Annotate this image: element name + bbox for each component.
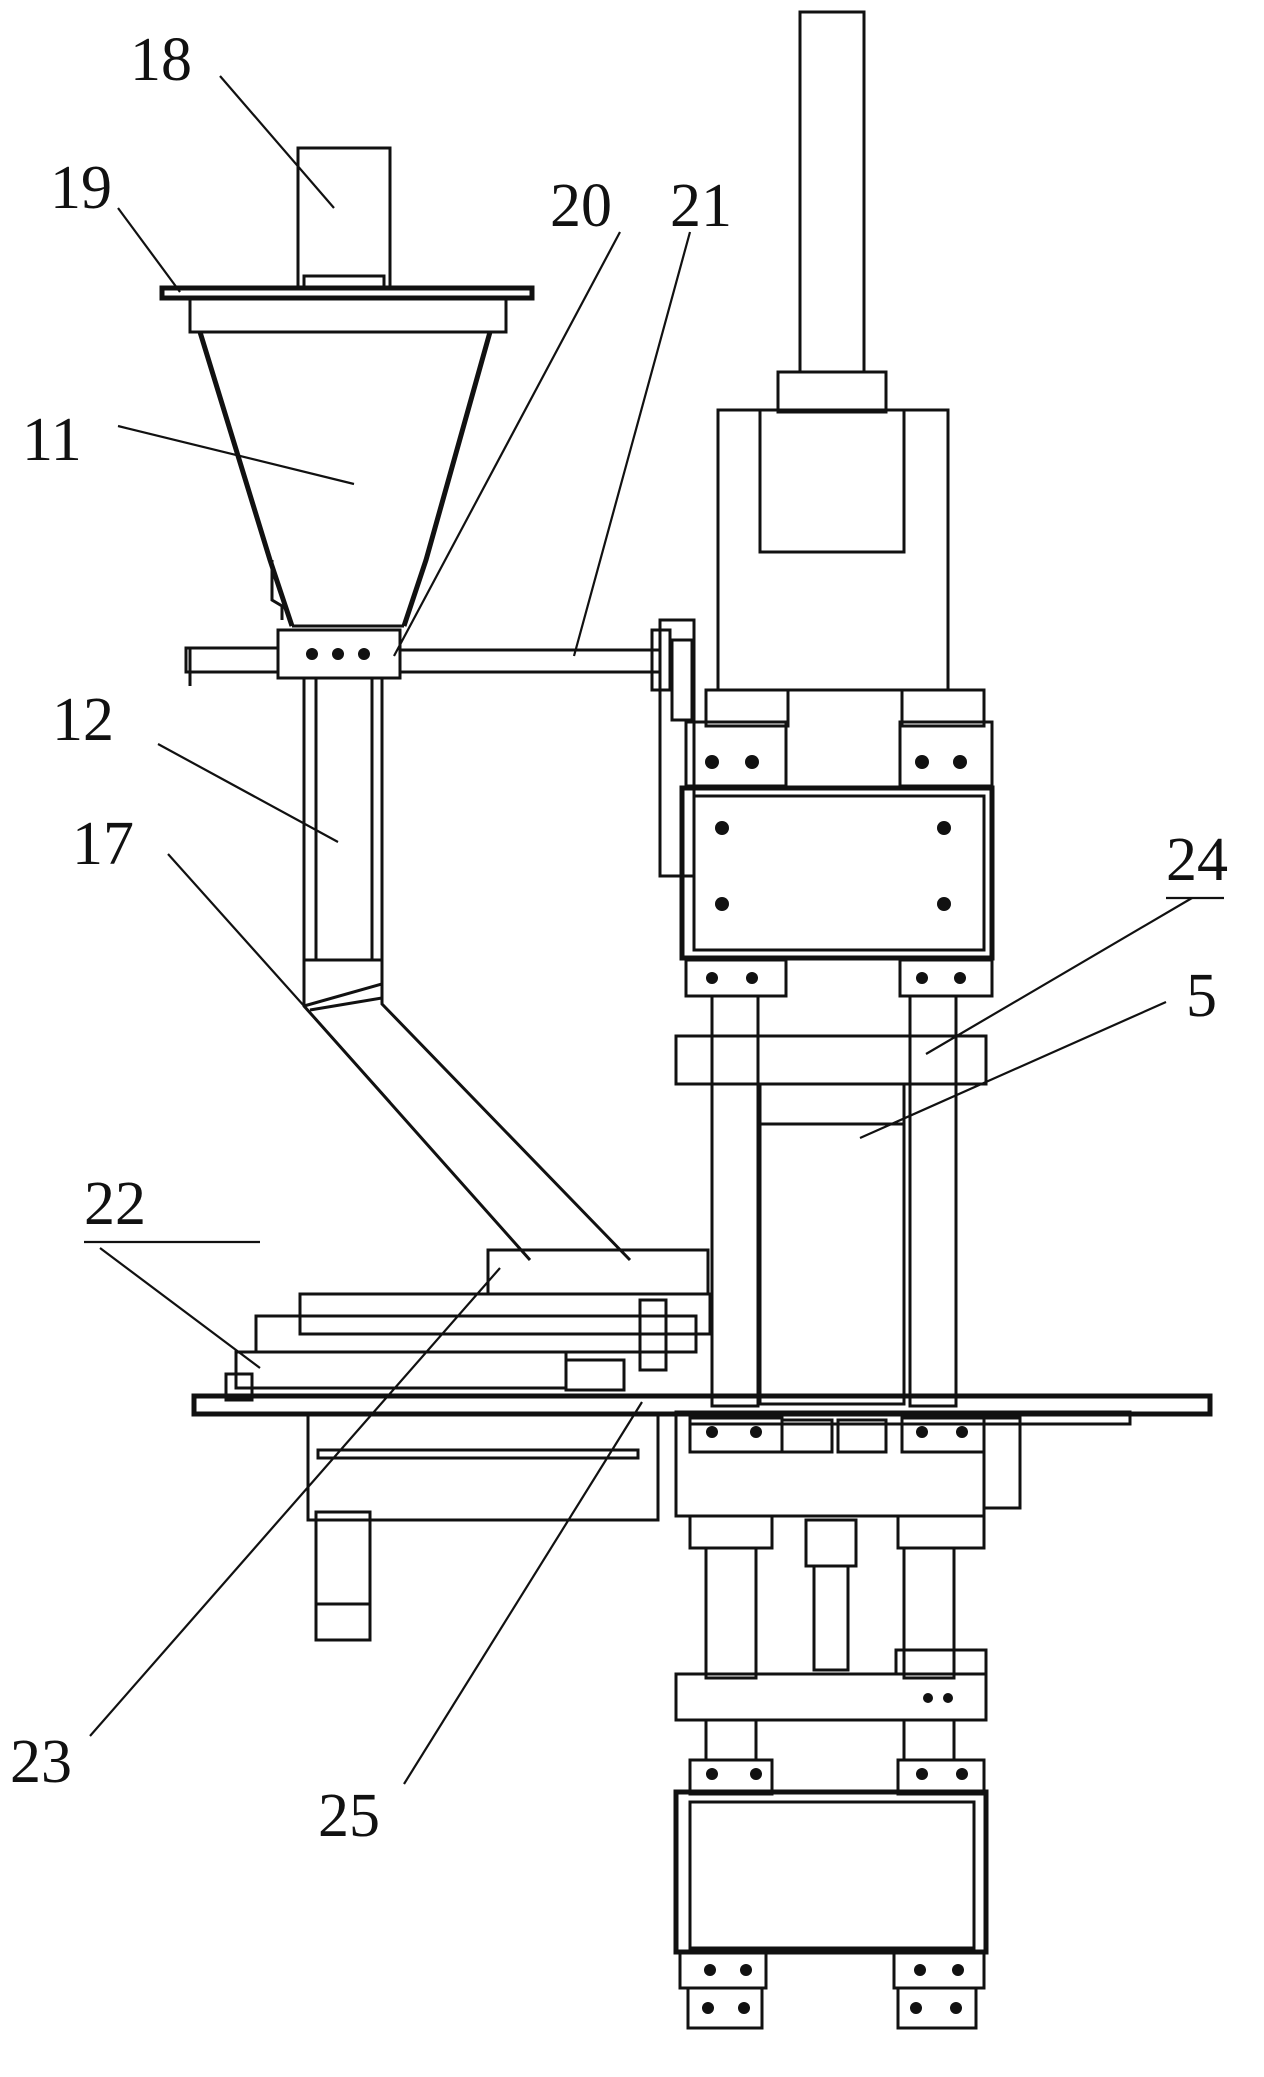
- label-19: 19: [50, 154, 112, 222]
- leader-lines: [84, 75, 1224, 1785]
- label-12: 12: [52, 686, 114, 754]
- upper-cylinder-body: [716, 408, 950, 692]
- guide-columns: [674, 994, 988, 1408]
- bottom-cylinder: [673, 1758, 989, 2030]
- label-17: 17: [72, 810, 134, 878]
- reference-numerals: 18 19 11 20 21 12 17 24 5 22 23 25: [10, 26, 1228, 1850]
- label-18: 18: [130, 26, 192, 94]
- base-block: [674, 1410, 1022, 1518]
- top-cylinder-rod: [776, 10, 888, 414]
- label-23: 23: [10, 1728, 72, 1796]
- label-5: 5: [1186, 962, 1217, 1030]
- label-20: 20: [550, 172, 612, 240]
- label-25: 25: [318, 1782, 380, 1850]
- side-bracket: [658, 618, 696, 878]
- chute: [302, 676, 632, 1262]
- upper-mounting-block: [679, 688, 995, 998]
- support-arm: [184, 628, 672, 692]
- label-22: 22: [84, 1170, 146, 1238]
- label-24: 24: [1166, 826, 1228, 894]
- feeding-tray: [191, 1248, 1213, 1426]
- hopper-assembly: [159, 146, 535, 680]
- lower-bracket: [306, 1412, 660, 1642]
- label-21: 21: [670, 172, 732, 240]
- lower-columns: [674, 1514, 988, 1762]
- label-11: 11: [22, 406, 82, 474]
